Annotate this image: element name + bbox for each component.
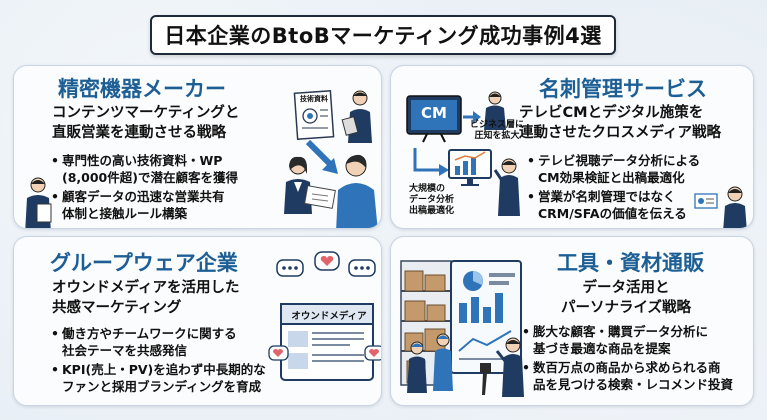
analytics-monitor-icon bbox=[448, 149, 492, 186]
heart-bubble-icon bbox=[268, 345, 289, 361]
panel-subtitle-line1: テレビCMとデジタル施策を bbox=[519, 105, 704, 121]
panel-tools-materials-ecommerce: 工具・資材通販 データ活用と パーソナライズ戦略 膨大な顧客・購買データ分析に … bbox=[390, 236, 754, 406]
business-card-person-icon bbox=[694, 186, 747, 228]
panel-subtitle-line2: 連動させたクロスメディア戦略 bbox=[519, 125, 721, 141]
bullet-1-line1: 膨大な顧客・購買データ分析に bbox=[522, 323, 708, 340]
bullet-2-line2: 品を見つける検索・レコメンド投資 bbox=[533, 377, 734, 392]
bullet-1-line1: テレビ視聴データ分析による bbox=[527, 152, 700, 169]
tv-icon bbox=[406, 95, 462, 143]
chat-bubble-icon bbox=[348, 259, 376, 277]
bullet-2-line1: 数百万点の商品から求められる商 bbox=[522, 359, 720, 376]
arrow-down-icon bbox=[305, 139, 338, 174]
handshake-documents-icon bbox=[304, 185, 336, 209]
worker-icon bbox=[407, 341, 427, 393]
person-tablet-icon bbox=[341, 90, 372, 143]
caption-analysis-line1: 大規模の bbox=[409, 184, 446, 194]
woman-laptop-icon bbox=[284, 156, 312, 214]
worker-icon bbox=[495, 337, 524, 397]
bullet-1-line2: 社会テーマを共感発信 bbox=[62, 343, 188, 358]
bullet-2-line2: ファンと採用ブランディングを育成 bbox=[62, 379, 262, 394]
bullet-1-line1: 働き方やチームワークに関する bbox=[51, 325, 237, 342]
heart-bubble-icon bbox=[364, 345, 381, 361]
panel-heading: 名刺管理サービス bbox=[539, 77, 707, 101]
barcode-scanner-icon bbox=[480, 363, 491, 395]
chat-bubble-icon bbox=[276, 259, 304, 277]
panel-subtitle-line2: 直販営業を連動させる戦略 bbox=[52, 125, 226, 141]
analyst-icon bbox=[493, 158, 520, 216]
bullet-1-line1: 専門性の高い技術資料・WP bbox=[51, 152, 222, 169]
doc-label: 技術資料 bbox=[300, 95, 328, 103]
title-banner: 日本企業のBtoBマーケティング成功事例4選 bbox=[150, 15, 616, 55]
dashboard-screen-icon bbox=[450, 260, 522, 374]
caption-business-line1: ビジネス層に bbox=[469, 120, 524, 130]
caption-analysis-line3: 出稿最適化 bbox=[409, 206, 455, 216]
arrow-down-right-icon bbox=[413, 148, 449, 176]
bullet-2-line1: 営業が名刺管理ではなく bbox=[527, 188, 675, 205]
worker-icon bbox=[433, 333, 453, 391]
bullet-1-line2: 基づき最適な商品を提案 bbox=[533, 341, 671, 356]
man-presenting-icon bbox=[25, 177, 52, 228]
panel-heading: 精密機器メーカー bbox=[58, 77, 226, 101]
man-back-icon bbox=[336, 154, 378, 228]
page-title: 日本企業のBtoBマーケティング成功事例4選 bbox=[164, 24, 602, 48]
caption-business-line2: 圧知を拡大 bbox=[474, 131, 520, 141]
bullet-1-line2: (8,000件超)で潜在顧客を獲得 bbox=[62, 170, 238, 185]
panel-subtitle-line2: パーソナライズ戦略 bbox=[560, 300, 692, 316]
bullet-2-line1: 顧客データの迅速な営業共有 bbox=[51, 188, 224, 205]
panel-subtitle-line2: 共感マーケティング bbox=[52, 300, 182, 316]
caption-analysis-line2: データ分析 bbox=[409, 195, 455, 205]
bullet-2-line1: KPI(売上・PV)を追わず中長期的な bbox=[51, 361, 266, 378]
panel-heading: 工具・資材通販 bbox=[557, 251, 704, 275]
panel-business-card-service: 名刺管理サービス テレビCMとデジタル施策を 連動させたクロスメディア戦略 テレ… bbox=[390, 65, 754, 229]
panel-precision-equipment: 精密機器メーカー コンテンツマーケティングと 直販営業を連動させる戦略 専門性の… bbox=[13, 65, 382, 229]
tv-cm-label: CM bbox=[421, 104, 447, 122]
panel-heading: グループウェア企業 bbox=[50, 251, 238, 275]
panel-subtitle-line1: データ活用と bbox=[582, 280, 670, 296]
panel-groupware-company: グループウェア企業 オウンドメディアを活用した 共感マーケティング 働き方やチー… bbox=[13, 236, 382, 406]
panel-subtitle-line1: コンテンツマーケティングと bbox=[52, 105, 240, 121]
heart-bubble-icon bbox=[314, 251, 340, 271]
bullet-1-line2: CM効果検証と出稿最適化 bbox=[538, 170, 685, 185]
bullet-2-line2: CRM/SFAの価値を伝える bbox=[538, 206, 687, 221]
bullet-2-line2: 体制と接触ルール構築 bbox=[62, 206, 188, 221]
arrow-right-icon bbox=[463, 111, 481, 123]
owned-media-window-icon bbox=[280, 303, 374, 381]
tech-document-illustration bbox=[293, 89, 335, 141]
panel-subtitle-line1: オウンドメディアを活用した bbox=[52, 280, 240, 296]
owned-media-label: オウンドメディア bbox=[291, 311, 367, 322]
businessman-icon bbox=[484, 91, 506, 130]
